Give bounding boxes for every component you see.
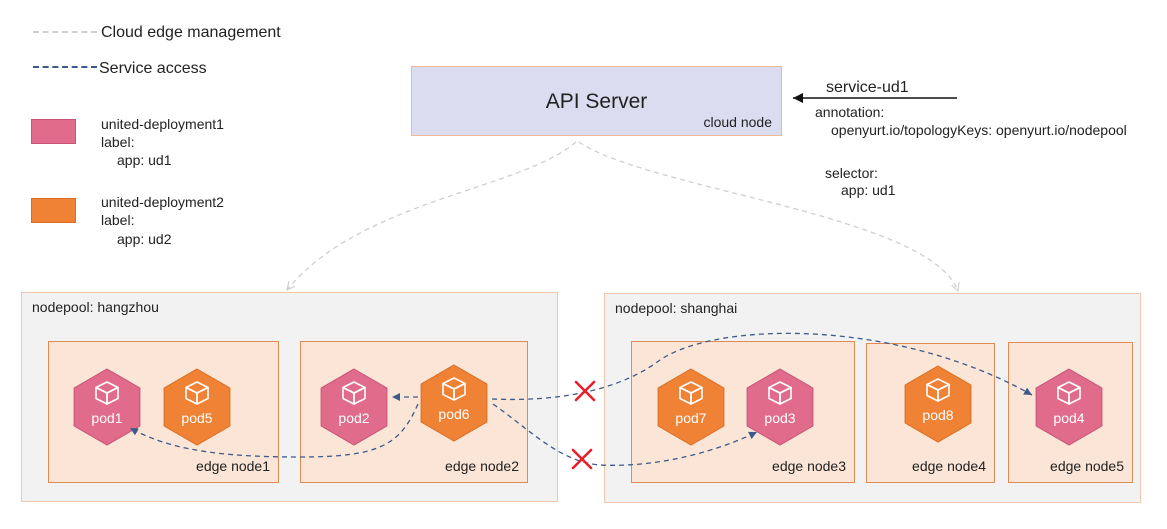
nodepool-hangzhou-label: nodepool: hangzhou (32, 299, 159, 315)
pod-6: pod6 (420, 364, 488, 442)
pod-label: pod8 (922, 407, 953, 423)
pod-label: pod6 (438, 406, 469, 422)
pod-hexagon (657, 368, 725, 446)
service-annotation-key: annotation: (815, 104, 885, 120)
pod-7: pod7 (657, 368, 725, 446)
edge-node-4-label: edge node4 (912, 458, 986, 474)
cube-icon (95, 381, 119, 405)
ud1-legend-name: united-deployment1 (101, 116, 224, 132)
service-name: service-ud1 (826, 79, 909, 96)
cube-icon (1057, 381, 1081, 405)
service-access-legend-line (33, 66, 97, 68)
pod-hexagon (1035, 368, 1103, 446)
pod-label: pod3 (764, 410, 795, 426)
ud2-legend-label-value: app: ud2 (117, 231, 172, 247)
cloud-edge-legend-line (33, 31, 97, 33)
nodepool-shanghai-label: nodepool: shanghai (615, 300, 738, 316)
ud1-legend-label-key: label: (101, 134, 135, 150)
ud1-color-swatch (31, 119, 76, 144)
pod-label: pod4 (1053, 410, 1084, 426)
pod-label: pod1 (91, 410, 122, 426)
pod-hexagon (163, 368, 231, 446)
pod-hexagon (904, 365, 972, 443)
pod-3: pod3 (746, 368, 814, 446)
api-server-title: API Server (545, 90, 648, 113)
pod-hexagon (73, 368, 141, 446)
pod-1: pod1 (73, 368, 141, 446)
service-annotation-value: openyurt.io/topologyKeys: openyurt.io/no… (831, 122, 1127, 138)
cloud-edge-legend-label: Cloud edge management (101, 24, 281, 41)
cloud-node-label: cloud node (703, 114, 772, 130)
pod-hexagon (746, 368, 814, 446)
api-server-box: API Server cloud node (411, 66, 782, 136)
ud1-legend-label-value: app: ud1 (117, 152, 172, 168)
ud2-legend-label-key: label: (101, 212, 135, 228)
pod-4: pod4 (1035, 368, 1103, 446)
pod-label: pod5 (181, 410, 212, 426)
pod-hexagon (320, 368, 388, 446)
edge-node-1-label: edge node1 (196, 458, 270, 474)
ud2-legend-name: united-deployment2 (101, 194, 224, 210)
edge-node-3-label: edge node3 (772, 458, 846, 474)
edge-node-5-label: edge node5 (1050, 458, 1124, 474)
pod-label: pod7 (675, 410, 706, 426)
ud2-color-swatch (31, 198, 76, 223)
pod-8: pod8 (904, 365, 972, 443)
pod-2: pod2 (320, 368, 388, 446)
pod-label: pod2 (338, 410, 369, 426)
pod-5: pod5 (163, 368, 231, 446)
cube-icon (442, 377, 466, 401)
service-access-legend-label: Service access (99, 60, 207, 77)
pod-hexagon (420, 364, 488, 442)
